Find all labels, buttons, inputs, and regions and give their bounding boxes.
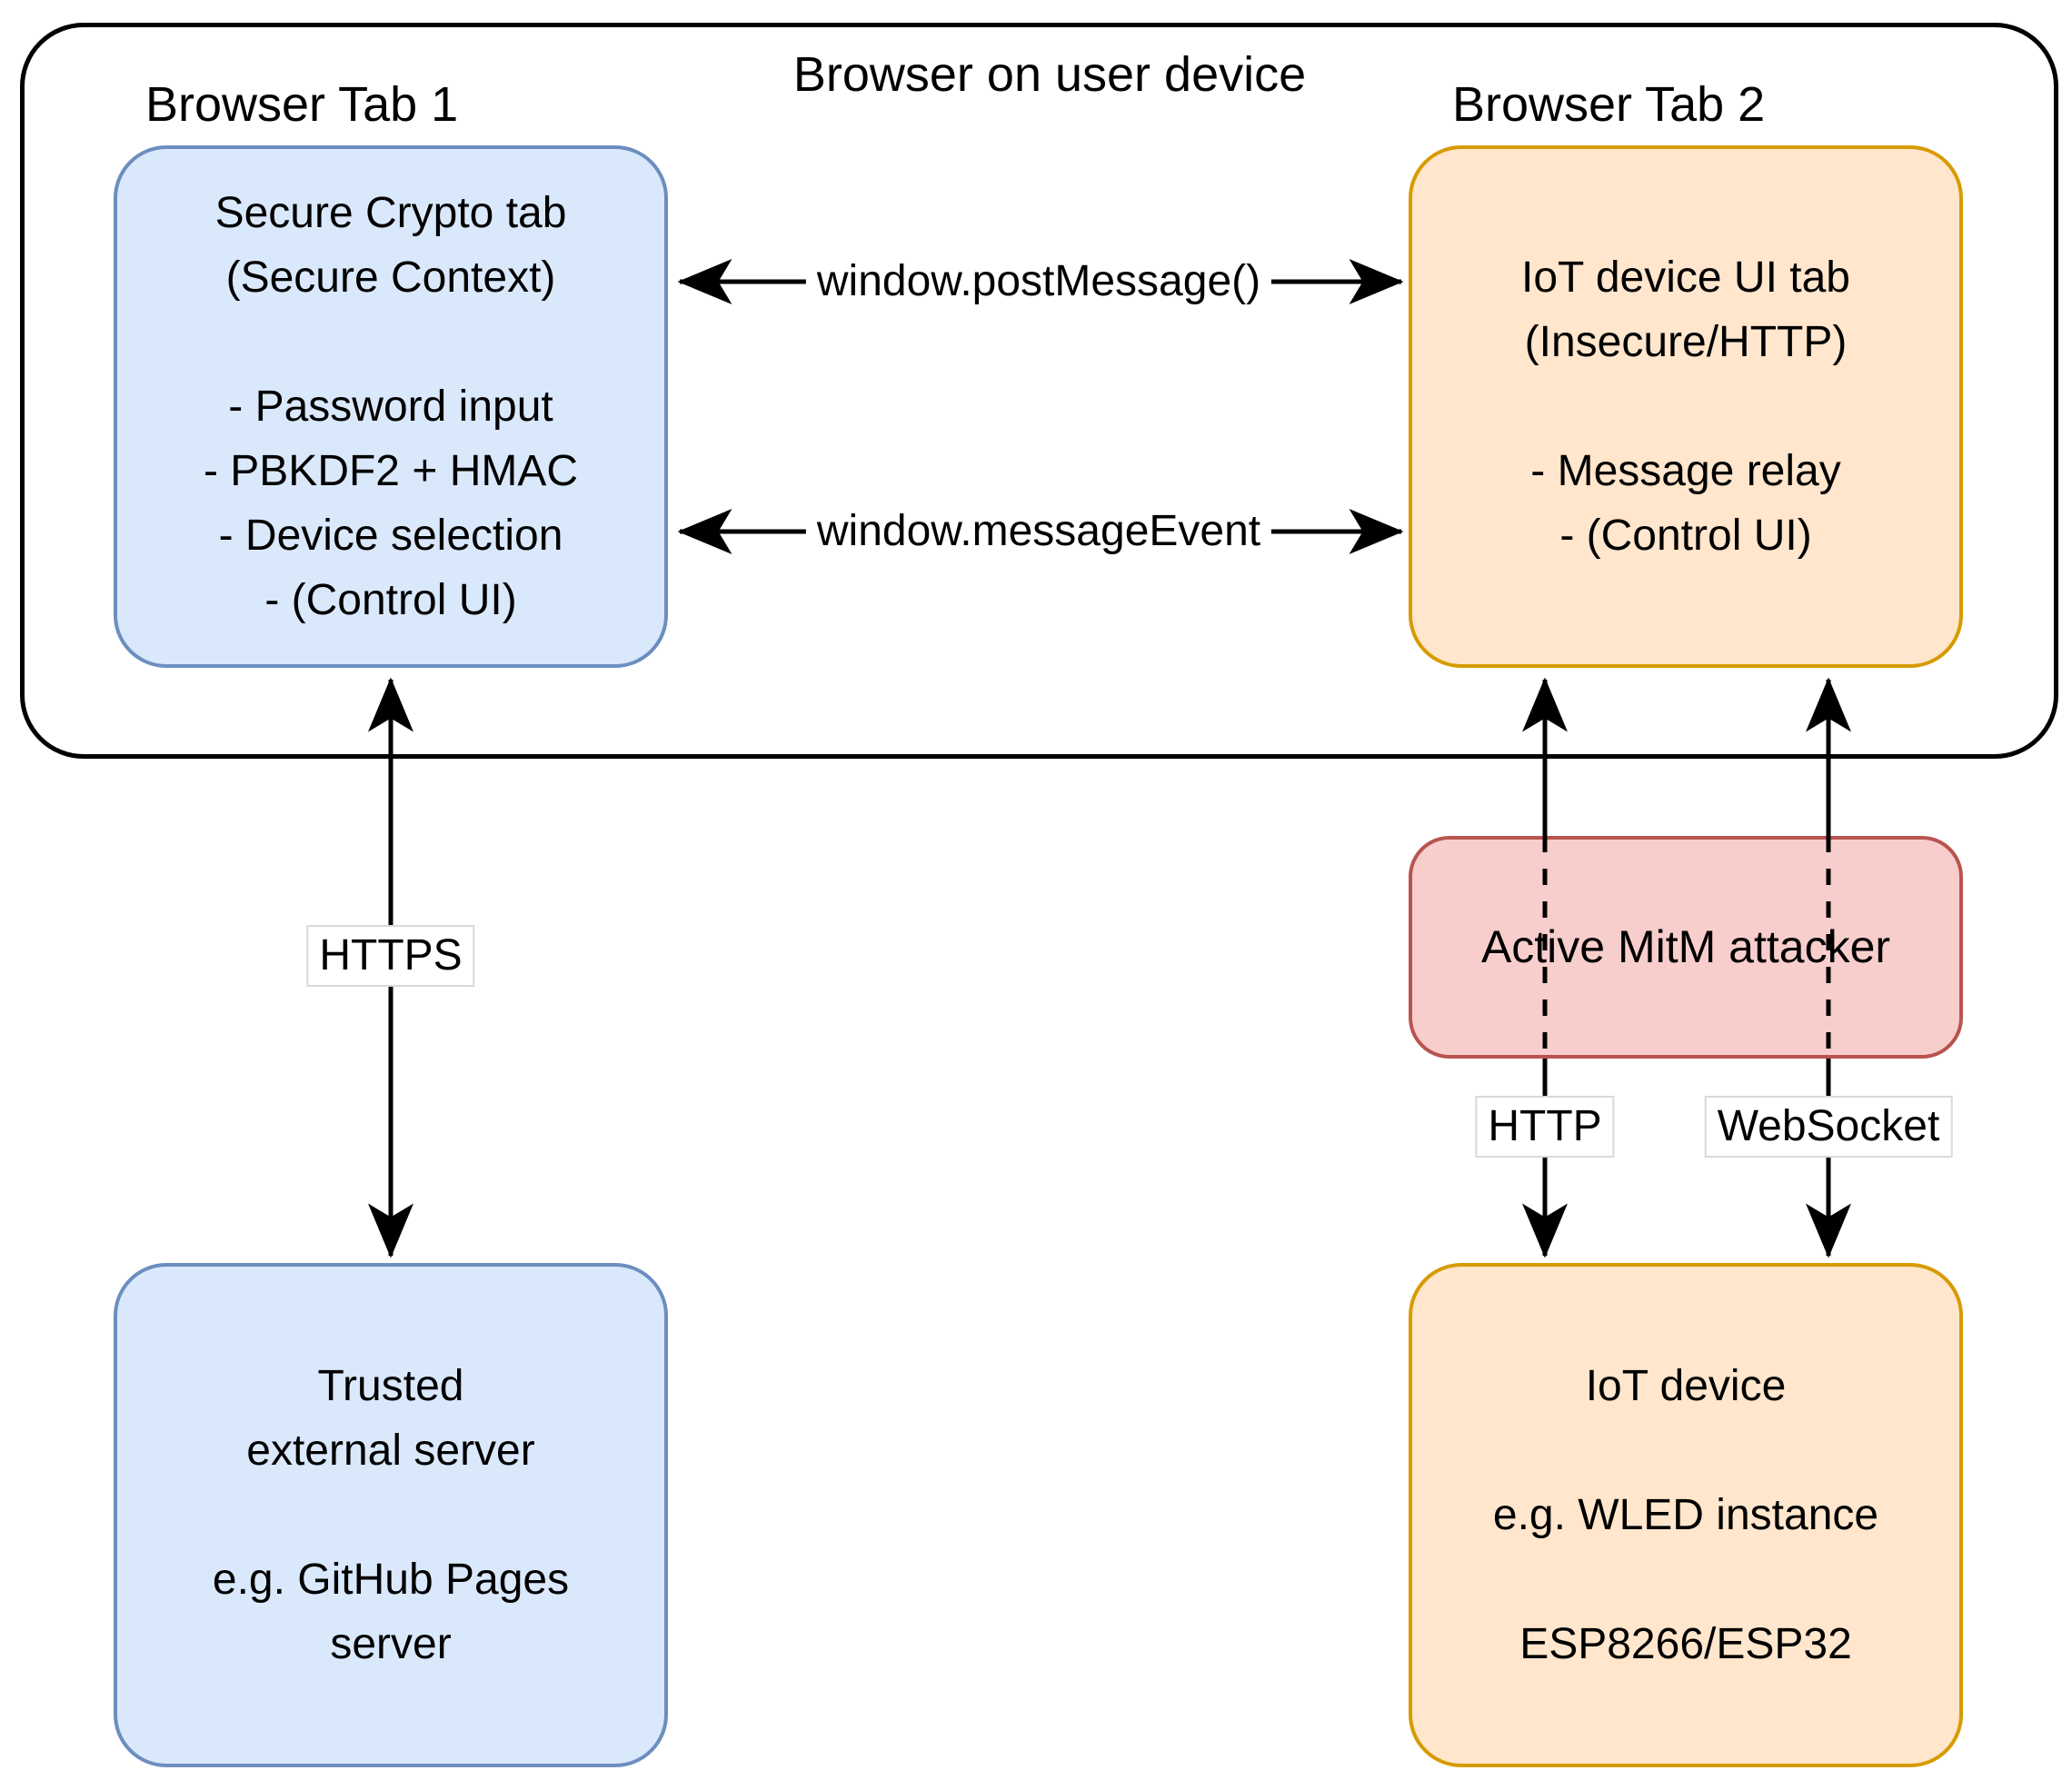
box-text-line bbox=[1420, 374, 1952, 439]
box-text-line: - Message relay bbox=[1530, 447, 1841, 495]
post-message-arrow-label: window.postMessage() bbox=[805, 253, 1272, 311]
box-text-line: e.g. WLED instance bbox=[1492, 1491, 1879, 1539]
mitm-attacker-box: Active MitM attacker bbox=[1409, 836, 1963, 1059]
websocket-arrow-label: WebSocket bbox=[1704, 1096, 1953, 1158]
browser-tab2-label: Browser Tab 2 bbox=[1452, 77, 1766, 132]
box-text-line: - (Control UI) bbox=[264, 576, 517, 624]
box-text-line: external server bbox=[246, 1427, 535, 1475]
box-text-line: server bbox=[330, 1620, 452, 1668]
box-text-line bbox=[1420, 1418, 1952, 1483]
box-text-line: - Password input bbox=[228, 383, 553, 431]
secure-crypto-tab-box: Secure Crypto tab (Secure Context) - Pas… bbox=[114, 145, 668, 668]
box-text-line bbox=[125, 1483, 657, 1547]
mitm-attacker-label: Active MitM attacker bbox=[1480, 921, 1891, 972]
box-text-line: - Device selection bbox=[218, 512, 563, 560]
box-text-line: IoT device bbox=[1585, 1362, 1787, 1410]
box-text-line: Secure Crypto tab bbox=[214, 189, 567, 237]
http-arrow-label: HTTP bbox=[1475, 1096, 1615, 1158]
box-text-line bbox=[125, 310, 657, 374]
box-text-line: e.g. GitHub Pages bbox=[212, 1556, 570, 1604]
message-event-arrow-label: window.messageEvent bbox=[805, 502, 1272, 561]
browser-tab1-label: Browser Tab 1 bbox=[145, 77, 459, 132]
https-arrow-label: HTTPS bbox=[306, 925, 475, 987]
box-text-line: - (Control UI) bbox=[1559, 512, 1812, 560]
browser-container-title: Browser on user device bbox=[792, 47, 1307, 102]
iot-device-box: IoT device e.g. WLED instance ESP8266/ES… bbox=[1409, 1263, 1963, 1767]
box-text-line: IoT device UI tab bbox=[1521, 254, 1850, 302]
iot-device-ui-tab-box: IoT device UI tab (Insecure/HTTP) - Mess… bbox=[1409, 145, 1963, 668]
browser-container-outline bbox=[20, 23, 2058, 759]
box-text-line: (Secure Context) bbox=[225, 254, 556, 302]
box-text-line: ESP8266/ESP32 bbox=[1519, 1620, 1852, 1668]
box-text-line: Trusted bbox=[317, 1362, 464, 1410]
box-text-line: - PBKDF2 + HMAC bbox=[203, 447, 579, 495]
box-text-line: (Insecure/HTTP) bbox=[1524, 318, 1848, 366]
trusted-external-server-box: Trusted external server e.g. GitHub Page… bbox=[114, 1263, 668, 1767]
box-text-line bbox=[1420, 1547, 1952, 1612]
